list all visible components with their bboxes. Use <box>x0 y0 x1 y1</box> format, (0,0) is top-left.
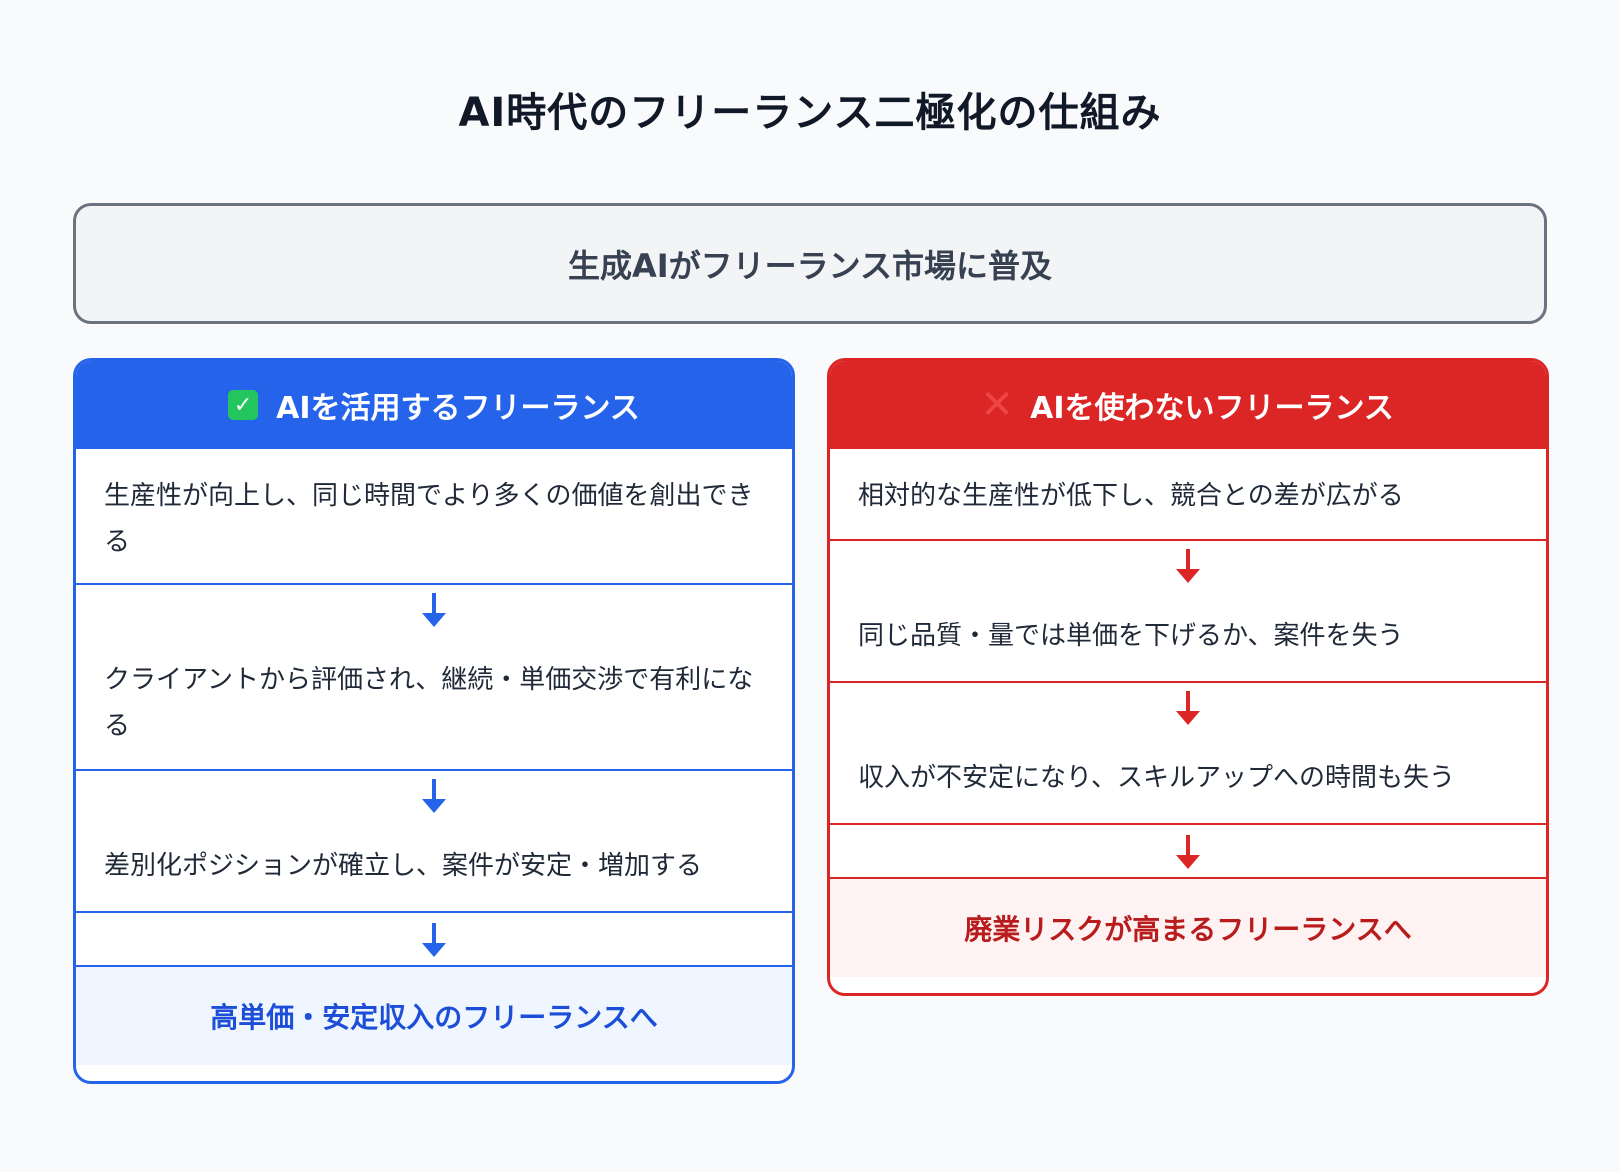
step-text: 差別化ポジションが確立し、案件が安定・増加する <box>104 851 703 881</box>
premise-box: 生成AIがフリーランス市場に普及 <box>73 203 1547 324</box>
flow-step: 差別化ポジションが確立し、案件が安定・増加する <box>76 771 792 913</box>
check-icon: ✓ <box>228 390 259 420</box>
step-text: クライアントから評価され、継続・単価交渉で有利になる <box>104 665 754 741</box>
column-ai-users: ✓ AIを活用するフリーランス 生産性が向上し、同じ時間でより多くの価値を創出で… <box>73 358 795 1084</box>
column-header-label: AIを活用するフリーランス <box>276 391 640 426</box>
column-header-non-ai-users: ✕ AIを使わないフリーランス <box>830 361 1546 449</box>
arrow-down-icon <box>1176 549 1200 585</box>
flow-connector <box>830 825 1546 877</box>
flow-connector <box>76 913 792 965</box>
step-text: 収入が不安定になり、スキルアップへの時間も失う <box>858 763 1455 793</box>
arrow-down-icon <box>422 779 446 815</box>
flow-step: 相対的な生産性が低下し、競合との差が広がる <box>830 449 1546 541</box>
arrow-down-icon <box>1176 835 1200 871</box>
page-title: AI時代のフリーランス二極化の仕組み <box>458 90 1162 136</box>
step-text: 同じ品質・量では単価を下げるか、案件を失う <box>858 621 1404 651</box>
arrow-down-icon <box>422 923 446 959</box>
arrow-down-icon <box>422 593 446 629</box>
column-non-ai-users: ✕ AIを使わないフリーランス 相対的な生産性が低下し、競合との差が広がる 同じ… <box>827 358 1549 996</box>
flow-step: 同じ品質・量では単価を下げるか、案件を失う <box>830 541 1546 683</box>
step-text: 相対的な生産性が低下し、競合との差が広がる <box>858 481 1404 511</box>
result-box: 高単価・安定収入のフリーランスへ <box>76 965 792 1065</box>
flow-step: 収入が不安定になり、スキルアップへの時間も失う <box>830 683 1546 825</box>
flow-step: クライアントから評価され、継続・単価交渉で有利になる <box>76 585 792 771</box>
cross-icon: ✕ <box>980 382 1014 428</box>
step-text: 生産性が向上し、同じ時間でより多くの価値を創出できる <box>104 481 754 557</box>
column-header-label: AIを使わないフリーランス <box>1030 391 1394 426</box>
result-box: 廃業リスクが高まるフリーランスへ <box>830 877 1546 977</box>
flow-step: 生産性が向上し、同じ時間でより多くの価値を創出できる <box>76 449 792 585</box>
column-header-ai-users: ✓ AIを活用するフリーランス <box>76 361 792 449</box>
arrow-down-icon <box>1176 691 1200 727</box>
